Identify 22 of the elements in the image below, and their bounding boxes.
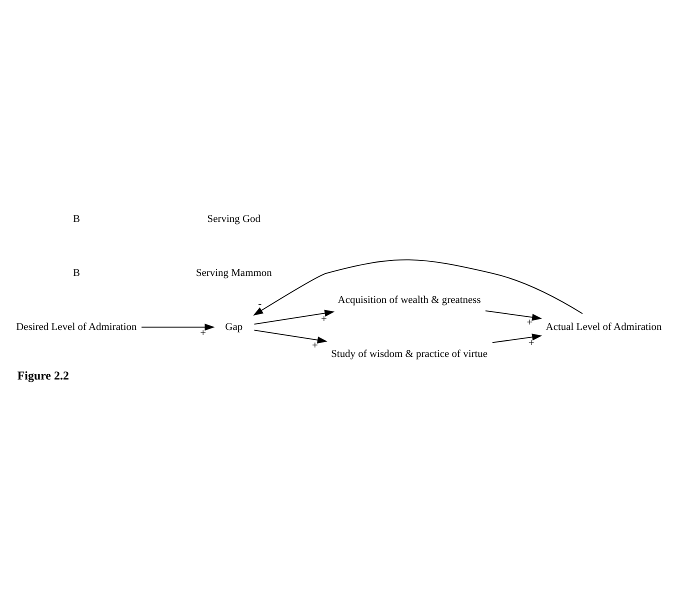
arrow <box>492 333 542 343</box>
arrow <box>485 310 542 320</box>
label: Serving God <box>207 214 261 225</box>
edge-label: + <box>312 340 318 351</box>
edge-label: - <box>258 298 262 310</box>
node-text: Actual Level of Admiration <box>546 321 662 332</box>
arrow <box>253 258 583 316</box>
edge-label: + <box>528 337 534 348</box>
node-text: Gap <box>225 321 243 332</box>
arrow <box>141 323 215 330</box>
edge-label: + <box>200 327 206 338</box>
arrow <box>254 309 335 324</box>
arrow <box>254 329 328 343</box>
edge-label: + <box>526 317 533 328</box>
label: B <box>72 268 80 279</box>
caption: Figure 2.2 <box>17 368 69 382</box>
edge-label: + <box>321 314 327 325</box>
node-text: Desired Level of Admiration <box>16 321 137 332</box>
node-text: Study of wisdom & practice of virtue <box>331 348 488 360</box>
label: B <box>72 214 80 225</box>
label: Serving Mammon <box>196 268 272 279</box>
node-text: Acquisition of wealth & greatness <box>338 294 481 306</box>
